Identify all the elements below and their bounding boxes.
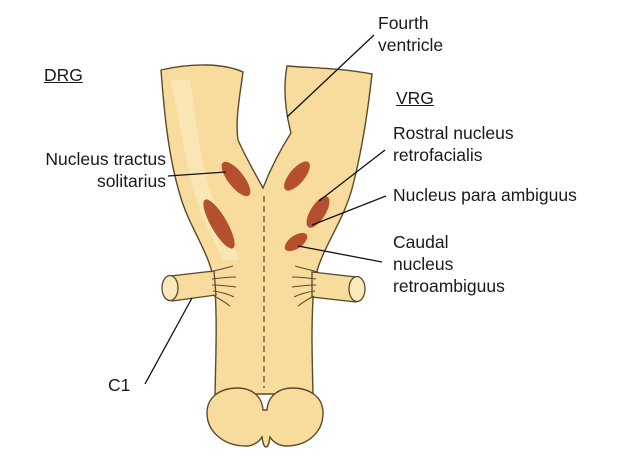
nucleus-para-ambiguus-label: Nucleus para ambiguus bbox=[393, 184, 577, 206]
leader-caudal-nucleus bbox=[297, 245, 383, 263]
nts-line-2: solitarius bbox=[96, 171, 166, 191]
fourth-ventricle-line-1: Fourth bbox=[378, 13, 429, 33]
caudal-nucleus-retroambiguus-label: Caudal nucleus retroambiguus bbox=[393, 231, 505, 297]
fourth-ventricle-line-2: ventricle bbox=[378, 35, 444, 55]
nucleus-para-ambiguus bbox=[306, 196, 330, 228]
rostral-nucleus-retrofacialis bbox=[284, 161, 310, 191]
fourth-ventricle-label: Fourth ventricle bbox=[378, 12, 443, 56]
para-ambiguus-line-1: Nucleus para ambiguus bbox=[393, 185, 577, 205]
leader-nucleus-tractus-solitarius bbox=[167, 171, 227, 177]
vrg-heading: VRG bbox=[396, 87, 434, 109]
nucleus-tractus-solitarius-label: Nucleus tractus solitarius bbox=[10, 148, 166, 192]
drg-heading: DRG bbox=[44, 64, 83, 86]
c1-label: C1 bbox=[108, 374, 130, 396]
c1-text: C1 bbox=[108, 375, 131, 395]
c1-nerve-root-left bbox=[161, 265, 237, 307]
caudal-line-2: nucleus bbox=[393, 254, 454, 274]
c1-nerve-root-right bbox=[291, 265, 366, 307]
drg-heading-text: DRG bbox=[44, 65, 83, 85]
nts-line-1: Nucleus tractus bbox=[45, 149, 166, 169]
caudal-line-1: Caudal bbox=[393, 232, 449, 252]
rostral-line-2: retrofacialis bbox=[393, 145, 483, 165]
nucleus-tractus-solitarius-upper bbox=[221, 161, 251, 197]
leader-nucleus-para-ambiguus bbox=[311, 195, 387, 226]
spinal-cord-cross-section bbox=[206, 387, 324, 448]
leader-rostral-nucleus bbox=[318, 149, 386, 202]
leader-lines bbox=[144, 34, 387, 385]
rostral-line-1: Rostral nucleus bbox=[393, 123, 514, 143]
caudal-line-3: retroambiguus bbox=[393, 276, 505, 296]
leader-c1 bbox=[144, 297, 193, 385]
body-highlight bbox=[170, 80, 240, 260]
nucleus-tractus-solitarius-lower bbox=[203, 199, 235, 249]
leader-fourth-ventricle bbox=[286, 34, 375, 118]
caudal-nucleus-retroambiguus bbox=[284, 232, 308, 252]
rostral-nucleus-retrofacialis-label: Rostral nucleus retrofacialis bbox=[393, 122, 514, 166]
vrg-heading-text: VRG bbox=[396, 88, 434, 108]
